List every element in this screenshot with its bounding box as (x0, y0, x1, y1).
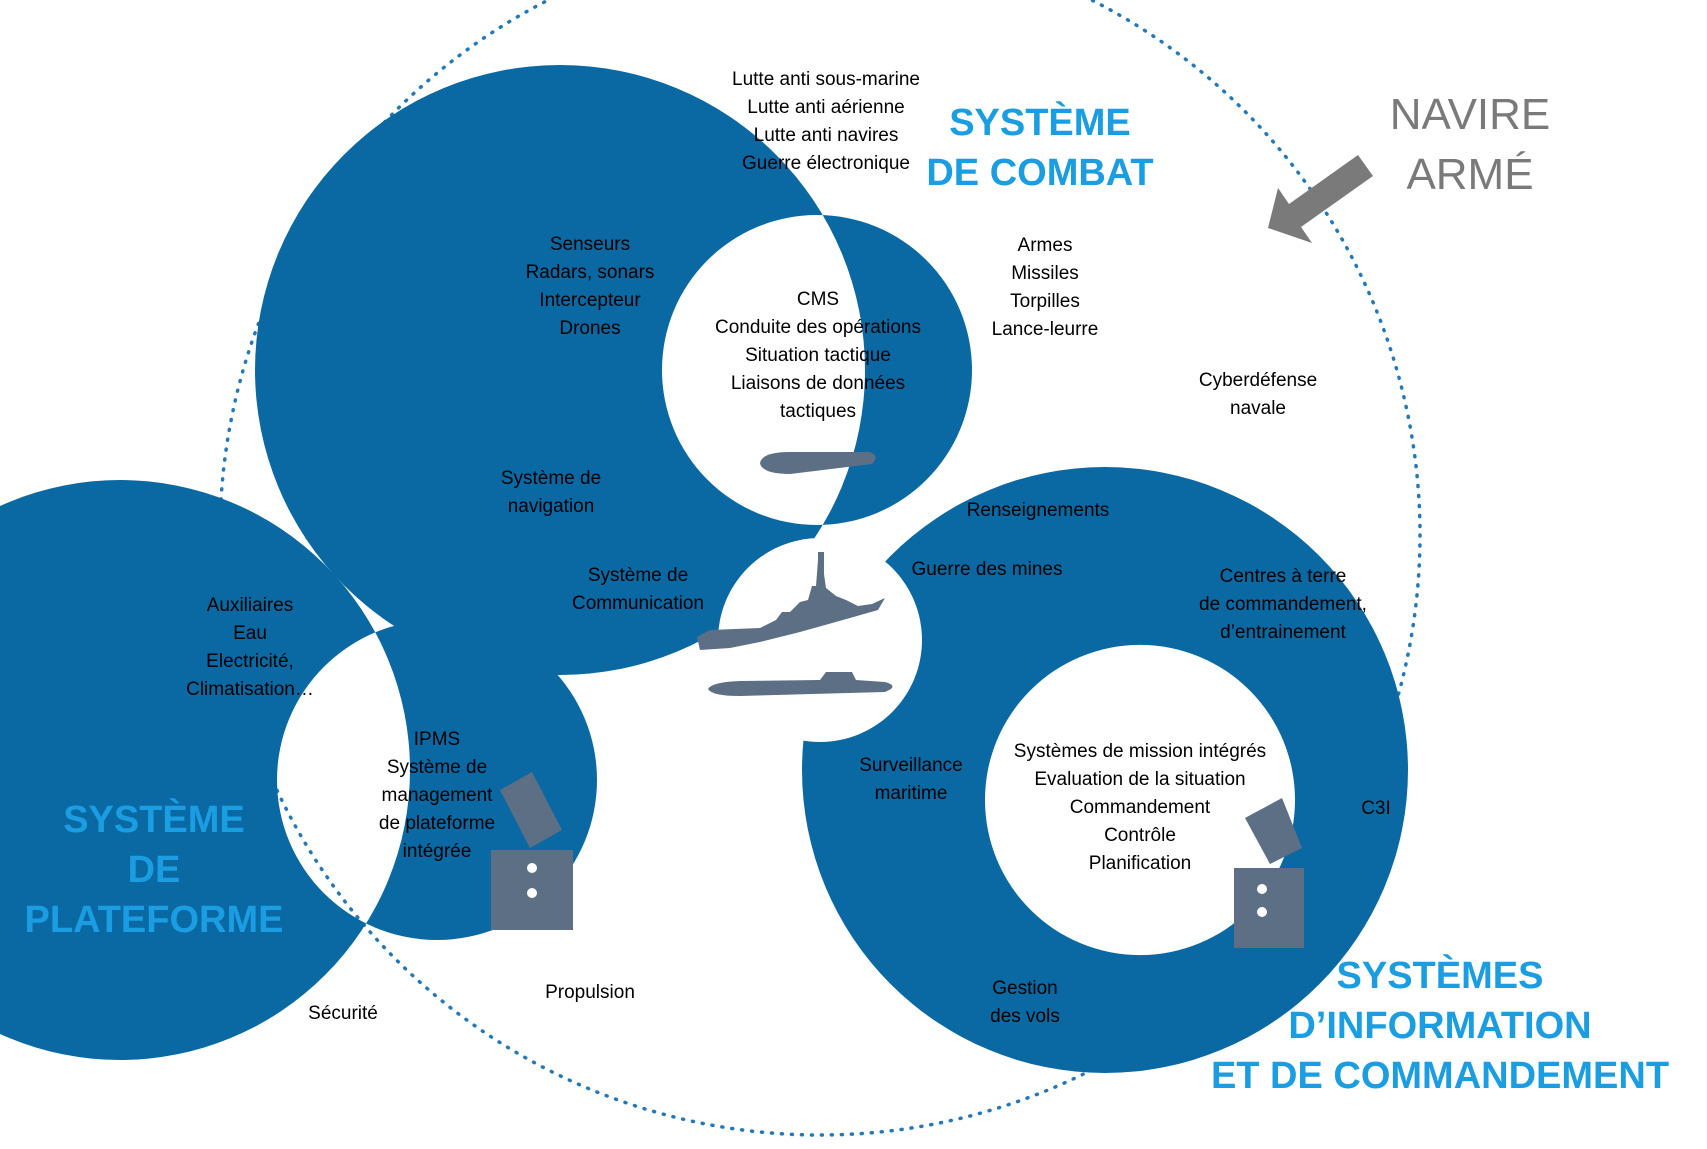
guerre-mines-label: Guerre des mines (911, 559, 1063, 580)
combat-armes-list: Armes Missiles Torpilles Lance-leurre (991, 235, 1099, 340)
ring-combat (255, 65, 972, 675)
navire-boundary-dotted-circle (218, 0, 1422, 1137)
torpedo-icon (760, 452, 876, 474)
ring-platform (0, 480, 597, 1060)
communication-label: Système de Communication (572, 565, 704, 614)
combat-cms-list: CMS Conduite des opérations Situation ta… (715, 289, 921, 422)
navire-arrow-icon (1268, 155, 1373, 243)
frigate-icon (697, 560, 885, 650)
vessel-silhouettes (491, 452, 1304, 948)
platform-auxiliaires-list: Auxiliaires Eau Electricité, Climatisati… (186, 595, 314, 700)
info-missions-list: Systèmes de mission intégrés Evaluation … (1013, 741, 1267, 874)
platform-ipms-list: IPMS Système de management de plateforme… (378, 729, 496, 862)
cyberdefense-label: Cyberdéfense navale (1198, 370, 1318, 419)
info-centres-list: Centres à terre de commandement, d’entra… (1199, 566, 1367, 643)
frigate-mast-icon (818, 552, 824, 592)
combat-senseurs-list: Senseurs Radars, sonars Intercepteur Dro… (525, 234, 655, 339)
combat-title: SYSTÈME DE COMBAT (926, 102, 1154, 194)
submarine-icon (708, 672, 893, 696)
platform-propulsion-label: Propulsion (545, 982, 635, 1003)
renseignements-label: Renseignements (966, 500, 1110, 521)
navigation-label: Système de navigation (500, 468, 602, 517)
info-surveillance-label: Surveillance maritime (859, 755, 963, 804)
navire-arme-label: NAVIRE ARMÉ (1389, 90, 1551, 199)
info-console-icon (1234, 798, 1304, 948)
info-c3i-label: C3I (1361, 798, 1391, 819)
info-title: SYSTÈMES D’INFORMATION ET DE COMMANDEMEN… (1210, 955, 1670, 1097)
platform-title: SYSTÈME DE PLATEFORME (24, 799, 284, 941)
ring-platform-shape (0, 480, 597, 1060)
platform-console-icon (491, 772, 573, 930)
combat-lutte-list: Lutte anti sous-marine Lutte anti aérien… (732, 69, 920, 174)
info-gestion-label: Gestion des vols (990, 978, 1060, 1027)
platform-securite-label: Sécurité (308, 1003, 378, 1024)
ring-combat-shape (255, 65, 972, 675)
